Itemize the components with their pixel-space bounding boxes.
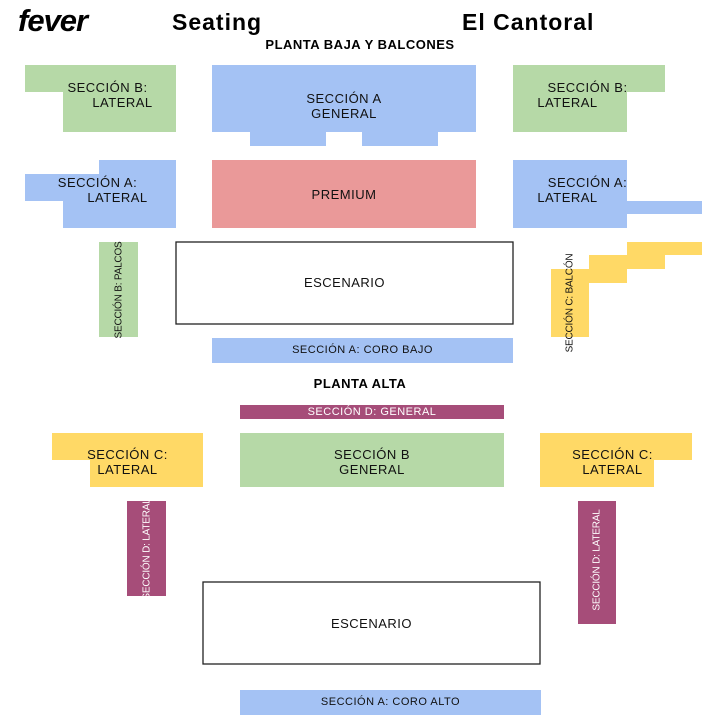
section-b-lateral-left[interactable] — [25, 65, 176, 132]
section-a-general-line2: GENERAL — [311, 106, 377, 121]
section-b-lateral-left-line1: SECCIÓN B: — [67, 80, 148, 95]
section-c-lateral-right[interactable] — [540, 433, 692, 487]
section-a-general-label: SECCIÓN A GENERAL — [212, 91, 476, 121]
section-a-lateral-left-line1: SECCIÓN A: — [57, 175, 138, 190]
section-b-palcos[interactable] — [99, 242, 138, 337]
section-d-general[interactable] — [240, 405, 504, 419]
section-a-lateral-right-line1: SECCIÓN A: — [547, 175, 628, 190]
section-premium-label: PREMIUM — [212, 187, 476, 202]
floor-title-ground: PLANTA BAJA Y BALCONES — [265, 37, 455, 52]
section-c-lateral-left-line1: SECCIÓN C: — [87, 447, 168, 462]
stage-ground-label: ESCENARIO — [176, 275, 513, 290]
section-b-lateral-right-line2: LATERAL — [537, 95, 598, 110]
section-a-coro-alto[interactable] — [240, 690, 541, 715]
section-b-general-label: SECCIÓN B GENERAL — [240, 447, 504, 477]
section-a-lateral-right-line2: LATERAL — [537, 190, 598, 205]
venue-name: El Cantoral — [462, 9, 595, 35]
section-a-lateral-left-label: SECCIÓN A: LATERAL — [30, 175, 165, 205]
section-b-general[interactable] — [240, 433, 504, 487]
section-b-lateral-right-line1: SECCIÓN B: — [547, 80, 628, 95]
section-a-general-line1: SECCIÓN A — [306, 91, 382, 106]
section-b-palcos-label: SECCIÓN B: PALCOS — [113, 241, 125, 339]
section-c-lateral-left-label: SECCIÓN C: LATERAL — [60, 447, 195, 477]
section-d-general-label: SECCIÓN D: GENERAL — [240, 406, 504, 419]
section-d-lateral-left[interactable] — [127, 501, 166, 596]
stage-upper-label: ESCENARIO — [203, 616, 540, 631]
section-a-coro-bajo[interactable] — [212, 338, 513, 363]
section-a-general[interactable] — [212, 65, 476, 146]
section-a-coro-alto-line1: SECCIÓN A: CORO ALTO — [320, 696, 461, 708]
section-a-lateral-right[interactable] — [513, 160, 702, 228]
section-b-lateral-left-line2: LATERAL — [92, 95, 153, 110]
section-a-lateral-left-line2: LATERAL — [87, 190, 148, 205]
section-a-coro-alto-label: SECCIÓN A: CORO ALTO — [240, 696, 541, 709]
section-c-lateral-left-line2: LATERAL — [97, 462, 158, 477]
fever-logo: fever — [18, 3, 88, 38]
section-d-lateral-left-label: SECCIÓN D: LATERAL — [141, 498, 153, 600]
stage-ground-line1: ESCENARIO — [303, 275, 386, 290]
stage-upper-line1: ESCENARIO — [330, 616, 413, 631]
section-b-lateral-right-label: SECCIÓN B: LATERAL — [520, 80, 655, 110]
page-title: Seating — [172, 9, 263, 35]
section-c-lateral-left[interactable] — [52, 433, 203, 487]
section-b-general-line2: GENERAL — [339, 462, 405, 477]
section-a-coro-bajo-label: SECCIÓN A: CORO BAJO — [212, 344, 513, 357]
section-c-balcon-label: SECCIÓN C: BALCÓN — [564, 253, 576, 353]
section-a-lateral-right-label: SECCIÓN A: LATERAL — [520, 175, 655, 205]
section-premium[interactable] — [212, 160, 476, 228]
section-b-lateral-right[interactable] — [513, 65, 665, 132]
floor-title-upper: PLANTA ALTA — [313, 376, 407, 391]
section-d-general-line1: SECCIÓN D: GENERAL — [307, 406, 437, 418]
section-a-lateral-left[interactable] — [25, 160, 176, 228]
stage-upper — [202, 581, 541, 665]
stage-ground — [175, 241, 514, 325]
section-premium-line1: PREMIUM — [311, 187, 377, 202]
section-d-lateral-right-label: SECCIÓN D: LATERAL — [591, 509, 603, 611]
section-d-lateral-right[interactable] — [578, 501, 616, 624]
section-b-general-line1: SECCIÓN B — [333, 447, 410, 462]
section-c-lateral-right-label: SECCIÓN C: LATERAL — [545, 447, 680, 477]
section-c-balcon[interactable] — [551, 242, 702, 337]
section-b-lateral-left-label: SECCIÓN B: LATERAL — [40, 80, 175, 110]
section-c-lateral-right-line1: SECCIÓN C: — [572, 447, 653, 462]
section-a-coro-bajo-line1: SECCIÓN A: CORO BAJO — [292, 344, 433, 356]
section-c-lateral-right-line2: LATERAL — [582, 462, 643, 477]
